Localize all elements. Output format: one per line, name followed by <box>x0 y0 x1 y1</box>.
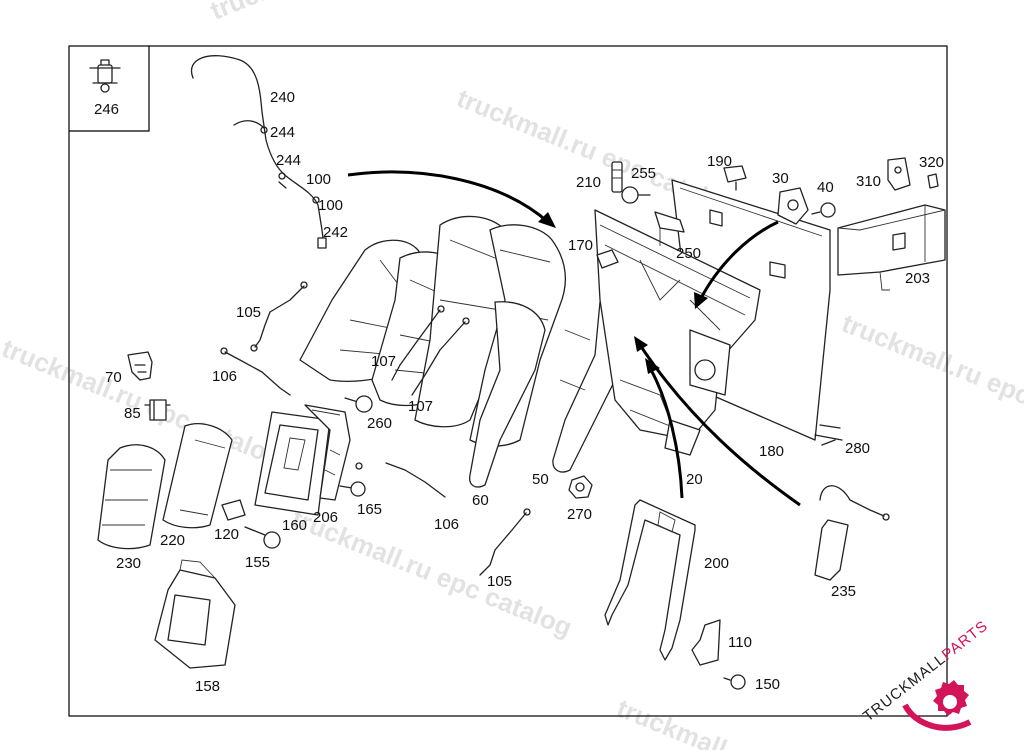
part-106-wire-2 <box>385 462 446 498</box>
label-320: 320 <box>919 154 944 171</box>
part-206-tray <box>304 404 351 501</box>
label-246: 246 <box>94 101 119 118</box>
part-106-wire <box>224 351 291 396</box>
part-105-wire <box>254 285 305 348</box>
label-100: 100 <box>318 197 343 214</box>
label-20: 20 <box>686 471 703 488</box>
part-150-bolt <box>723 674 746 690</box>
part-190-clip <box>723 165 747 191</box>
label-206: 206 <box>313 509 338 526</box>
label-105: 105 <box>487 573 512 590</box>
label-100: 100 <box>306 171 331 188</box>
part-110-bracket <box>691 619 721 666</box>
part-320-clip <box>927 173 939 189</box>
label-280: 280 <box>845 440 870 457</box>
part-280-clip <box>814 424 843 446</box>
label-165: 165 <box>357 501 382 518</box>
label-210: 210 <box>576 174 601 191</box>
part-107-rod <box>391 309 441 381</box>
part-230-cover <box>97 444 166 550</box>
label-70: 70 <box>105 369 122 386</box>
label-235: 235 <box>831 583 856 600</box>
part-200-frame <box>604 499 696 661</box>
watermark: truckmall.ru epc catalog <box>206 0 495 26</box>
label-190: 190 <box>707 153 732 170</box>
label-250: 250 <box>676 245 701 262</box>
label-240: 240 <box>270 89 295 106</box>
part-60-trim <box>469 301 546 488</box>
part-240-cable <box>190 55 327 249</box>
part-210-clip <box>611 161 623 193</box>
label-160: 160 <box>282 517 307 534</box>
part-246-clip <box>89 59 121 93</box>
label-107: 107 <box>371 353 396 370</box>
svg-text:TRUCKMALLPARTS: TRUCKMALLPARTS <box>860 617 991 725</box>
inset-frame <box>69 46 150 132</box>
label-260: 260 <box>367 415 392 432</box>
label-40: 40 <box>817 179 834 196</box>
label-200: 200 <box>704 555 729 572</box>
label-85: 85 <box>124 405 141 422</box>
part-260-bolt <box>344 395 373 413</box>
label-60: 60 <box>472 492 489 509</box>
label-107: 107 <box>408 398 433 415</box>
label-105: 105 <box>236 304 261 321</box>
label-155: 155 <box>245 554 270 571</box>
part-310-bracket <box>887 157 911 191</box>
label-158: 158 <box>195 678 220 695</box>
part-160-frame <box>254 411 331 516</box>
label-310: 310 <box>856 173 881 190</box>
label-180: 180 <box>759 443 784 460</box>
assembly-arrows <box>347 170 801 507</box>
label-244: 244 <box>270 124 295 141</box>
label-242: 242 <box>323 224 348 241</box>
logo-text-truckmall: TRUCKMALL <box>860 650 949 725</box>
label-255: 255 <box>631 165 656 182</box>
label-110: 110 <box>728 634 752 651</box>
part-105-wire-2 <box>479 512 527 576</box>
label-150: 150 <box>755 676 780 693</box>
diagram-frame <box>68 45 948 717</box>
part-155-bolt <box>244 526 281 549</box>
label-270: 270 <box>567 506 592 523</box>
part-170-clip <box>596 249 619 269</box>
label-106: 106 <box>434 516 459 533</box>
label-106: 106 <box>212 368 237 385</box>
part-labels: 246 240 244 244 100 100 242 210 255 190 … <box>94 89 944 695</box>
part-107-rod-2 <box>411 321 466 396</box>
label-30: 30 <box>772 170 789 187</box>
part-85-clip <box>144 399 171 421</box>
label-244: 244 <box>276 152 301 169</box>
part-40-bolt <box>811 202 836 218</box>
part-30-bracket <box>777 187 809 225</box>
part-165-bolt <box>339 462 366 497</box>
watermark: truckmall.ru epc catalog <box>838 308 1024 448</box>
part-158-box <box>154 559 236 669</box>
label-170: 170 <box>568 237 593 254</box>
label-120: 120 <box>214 526 239 543</box>
truckmall-parts-logo: TRUCKMALLPARTS <box>860 617 991 731</box>
part-203-block <box>837 204 946 291</box>
label-220: 220 <box>160 532 185 549</box>
label-50: 50 <box>532 471 549 488</box>
part-70-clip <box>127 351 153 381</box>
part-120-bracket <box>221 499 246 521</box>
part-270-nut <box>568 475 593 499</box>
part-220-pad <box>162 423 233 529</box>
part-250-bracket <box>654 211 685 246</box>
label-230: 230 <box>116 555 141 572</box>
part-255-bolt <box>621 186 651 204</box>
part-235-latch <box>814 485 890 581</box>
watermark: truckmall <box>613 693 731 750</box>
label-203: 203 <box>905 270 930 287</box>
